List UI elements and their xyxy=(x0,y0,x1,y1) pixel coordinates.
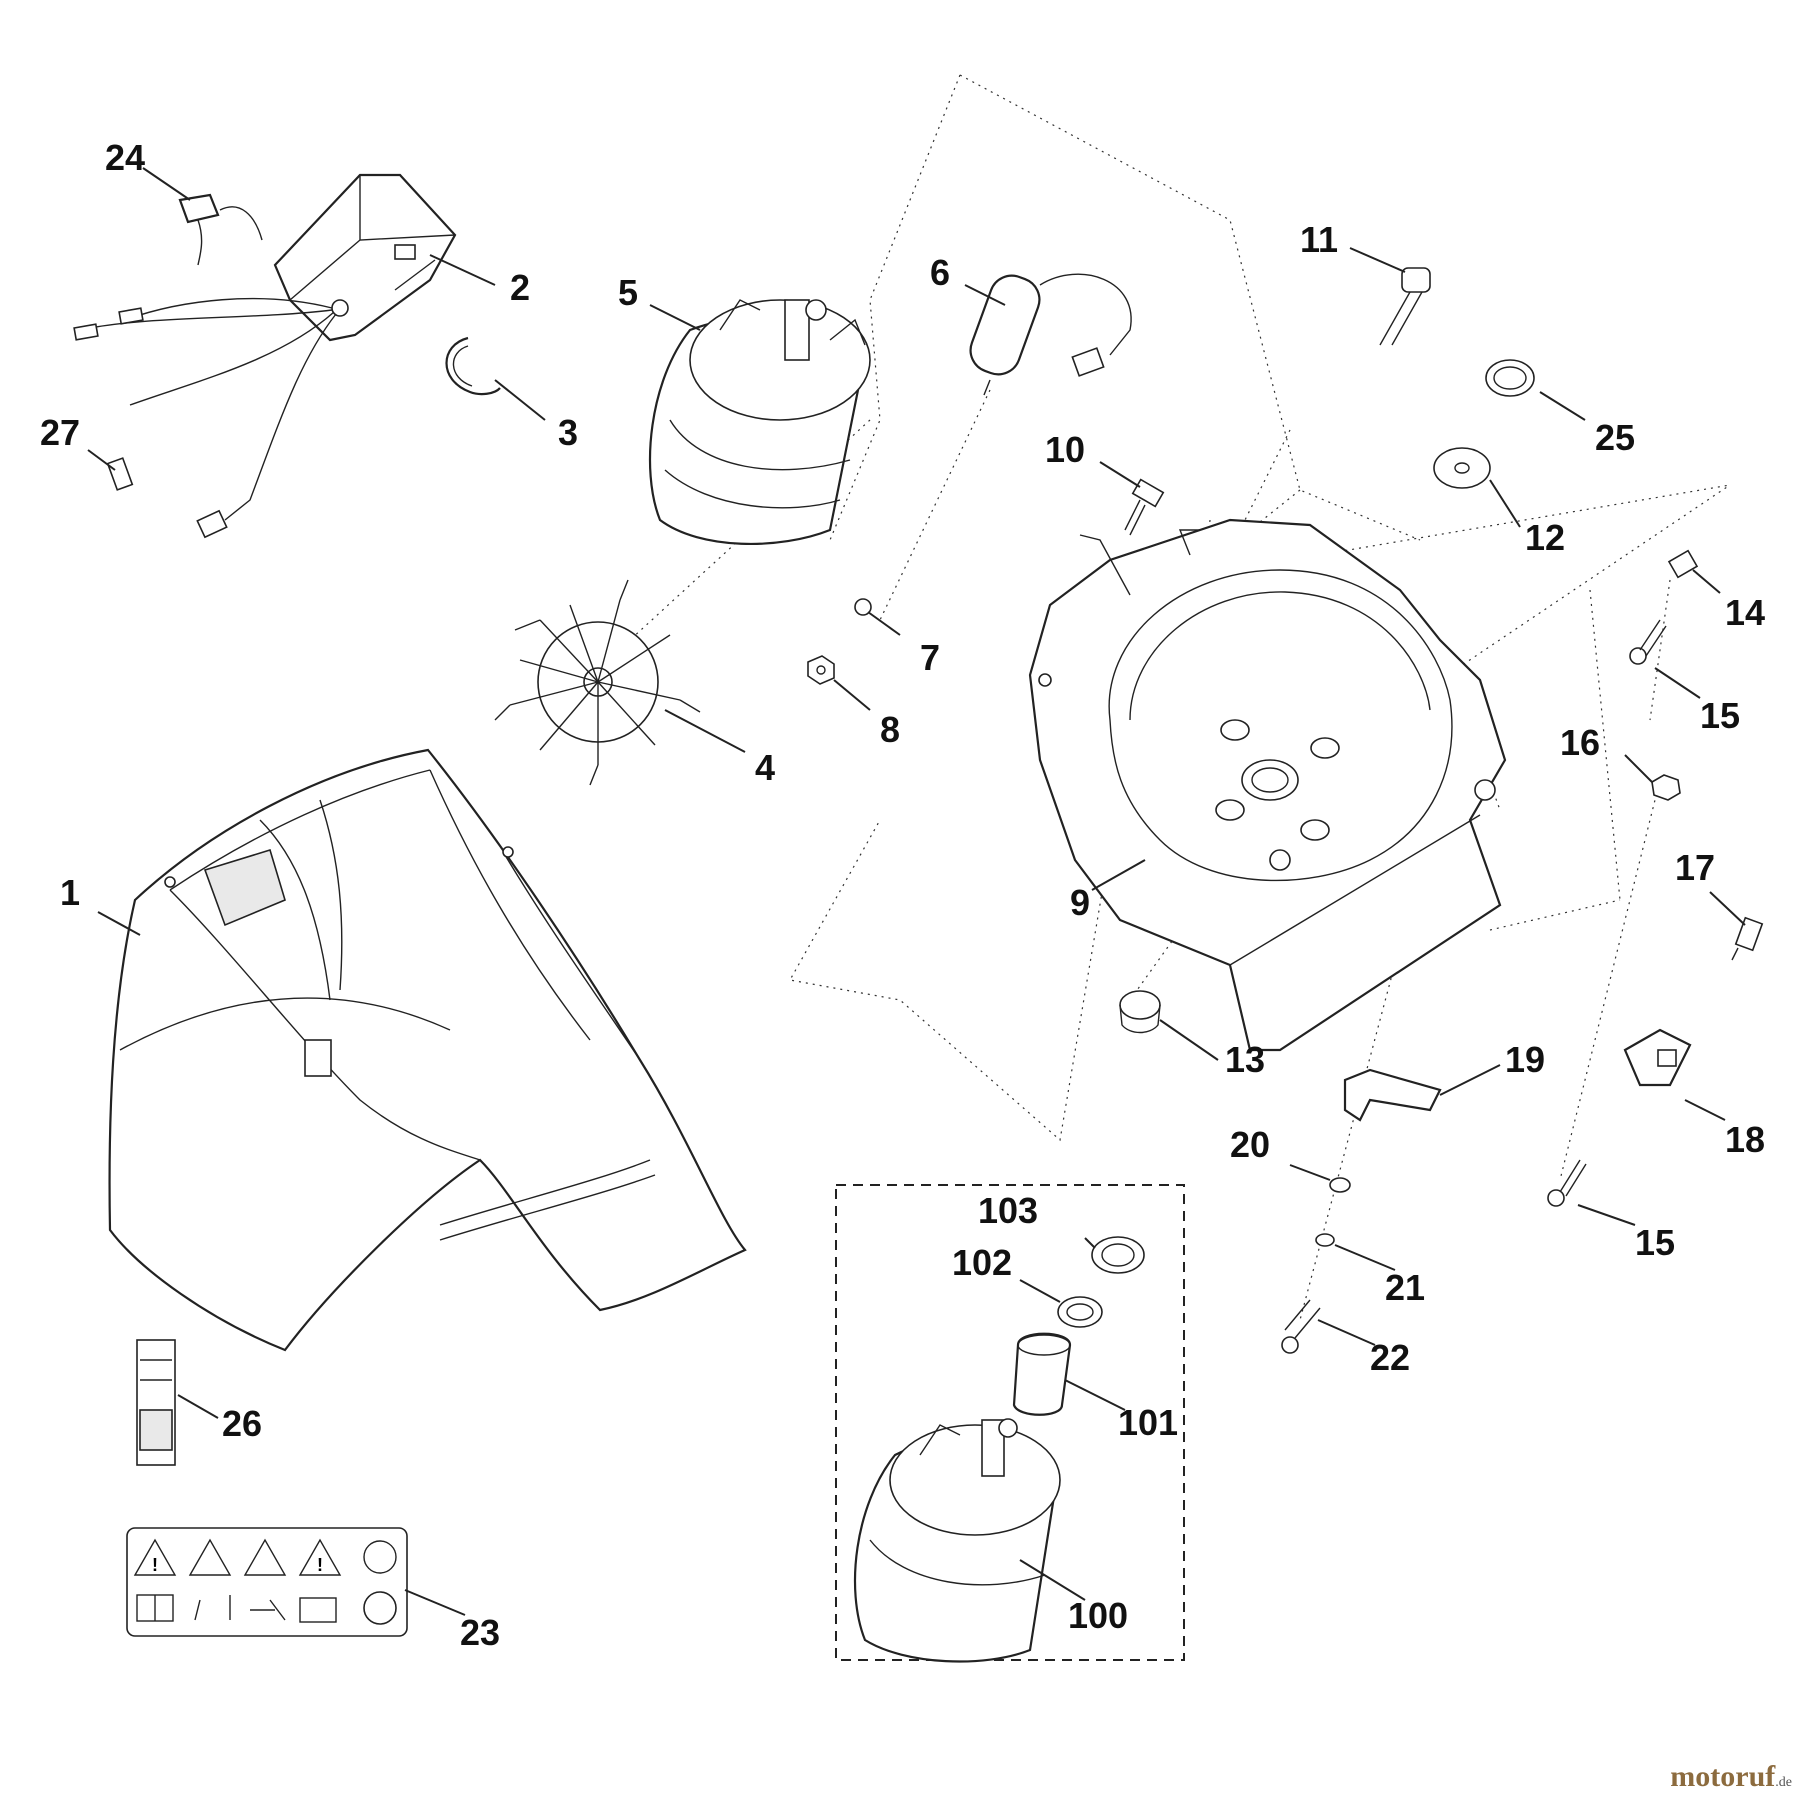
part-11-bolt xyxy=(1379,267,1431,346)
part-label: 6 xyxy=(930,252,950,293)
part-labels: 1 2 3 4 5 6 7 8 9 10 11 12 13 14 15 15 1… xyxy=(40,137,1765,1653)
part-17-pin xyxy=(1731,916,1764,961)
part-25-seal-ring xyxy=(1485,359,1535,397)
part-6-capacitor xyxy=(969,273,1132,396)
part-label: 21 xyxy=(1385,1267,1425,1308)
part-22-bolt xyxy=(1281,1299,1321,1354)
instruction-icons xyxy=(136,1591,397,1625)
motor-kit-box xyxy=(835,1184,1185,1661)
part-label: 1 xyxy=(60,872,80,913)
part-label: 23 xyxy=(460,1612,500,1653)
part-label: 14 xyxy=(1725,592,1765,633)
part-8-nut xyxy=(807,655,835,685)
part-label: 11 xyxy=(1300,219,1338,260)
watermark-logo: motoruf.de xyxy=(1670,1760,1792,1794)
part-label: 3 xyxy=(558,412,578,453)
part-18-bracket xyxy=(1623,1028,1692,1087)
part-label: 25 xyxy=(1595,417,1635,458)
part-label: 2 xyxy=(510,267,530,308)
watermark-tld: .de xyxy=(1775,1775,1792,1790)
part-label: 12 xyxy=(1525,517,1565,558)
part-label: 7 xyxy=(920,637,940,678)
part-1-hood xyxy=(108,748,747,1352)
part-label: 20 xyxy=(1230,1124,1270,1165)
part-7-washer xyxy=(854,598,872,616)
part-label: 101 xyxy=(1118,1402,1178,1443)
part-9-housing xyxy=(1028,518,1507,1052)
part-102-ring xyxy=(1057,1296,1103,1328)
part-label: 18 xyxy=(1725,1119,1765,1160)
part-26-label xyxy=(136,1339,176,1466)
part-label: 103 xyxy=(978,1190,1038,1231)
part-label: 10 xyxy=(1045,429,1085,470)
part-101-sleeve xyxy=(1012,1332,1072,1416)
part-label: 16 xyxy=(1560,722,1600,763)
watermark-brand: motoruf xyxy=(1670,1760,1776,1793)
part-3-retaining-ring xyxy=(445,336,501,396)
part-label: 17 xyxy=(1675,847,1715,888)
part-5-motor xyxy=(648,299,871,546)
part-label: 4 xyxy=(755,747,775,788)
part-label: 15 xyxy=(1635,1222,1675,1263)
leader-lines xyxy=(87,167,1746,1616)
warning-triangle-icons: ! ! xyxy=(133,1538,397,1576)
part-4-fan xyxy=(494,579,701,786)
part-24-cable-clip xyxy=(178,193,263,266)
part-20-washer xyxy=(1329,1177,1351,1193)
part-label: 100 xyxy=(1068,1595,1128,1636)
part-label: 102 xyxy=(952,1242,1012,1283)
part-15-screw-lower xyxy=(1547,1159,1587,1207)
part-label: 8 xyxy=(880,709,900,750)
part-12-washer xyxy=(1433,447,1491,489)
part-label: 15 xyxy=(1700,695,1740,736)
part-label: 26 xyxy=(222,1403,262,1444)
part-16-nut xyxy=(1651,774,1681,801)
part-100-motor xyxy=(853,1418,1061,1663)
part-14-clip xyxy=(1667,549,1699,579)
part-23-warning-decal: ! ! xyxy=(126,1527,408,1637)
part-label: 27 xyxy=(40,412,80,453)
part-label: 9 xyxy=(1070,882,1090,923)
part-2-switch-housing xyxy=(73,173,457,539)
part-21-washer xyxy=(1315,1233,1335,1247)
svg-text:!: ! xyxy=(317,1555,323,1575)
part-27-cable-end xyxy=(106,457,134,491)
part-label: 5 xyxy=(618,272,638,313)
part-label: 22 xyxy=(1370,1337,1410,1378)
part-15-screw-upper xyxy=(1629,619,1667,665)
part-13-bushing xyxy=(1119,990,1161,1034)
svg-text:!: ! xyxy=(152,1555,158,1575)
part-label: 13 xyxy=(1225,1039,1265,1080)
part-label: 19 xyxy=(1505,1039,1545,1080)
part-19-bracket xyxy=(1343,1068,1442,1122)
part-10-screw xyxy=(1124,478,1165,536)
part-103-cap xyxy=(1091,1236,1145,1274)
part-label: 24 xyxy=(105,137,145,178)
